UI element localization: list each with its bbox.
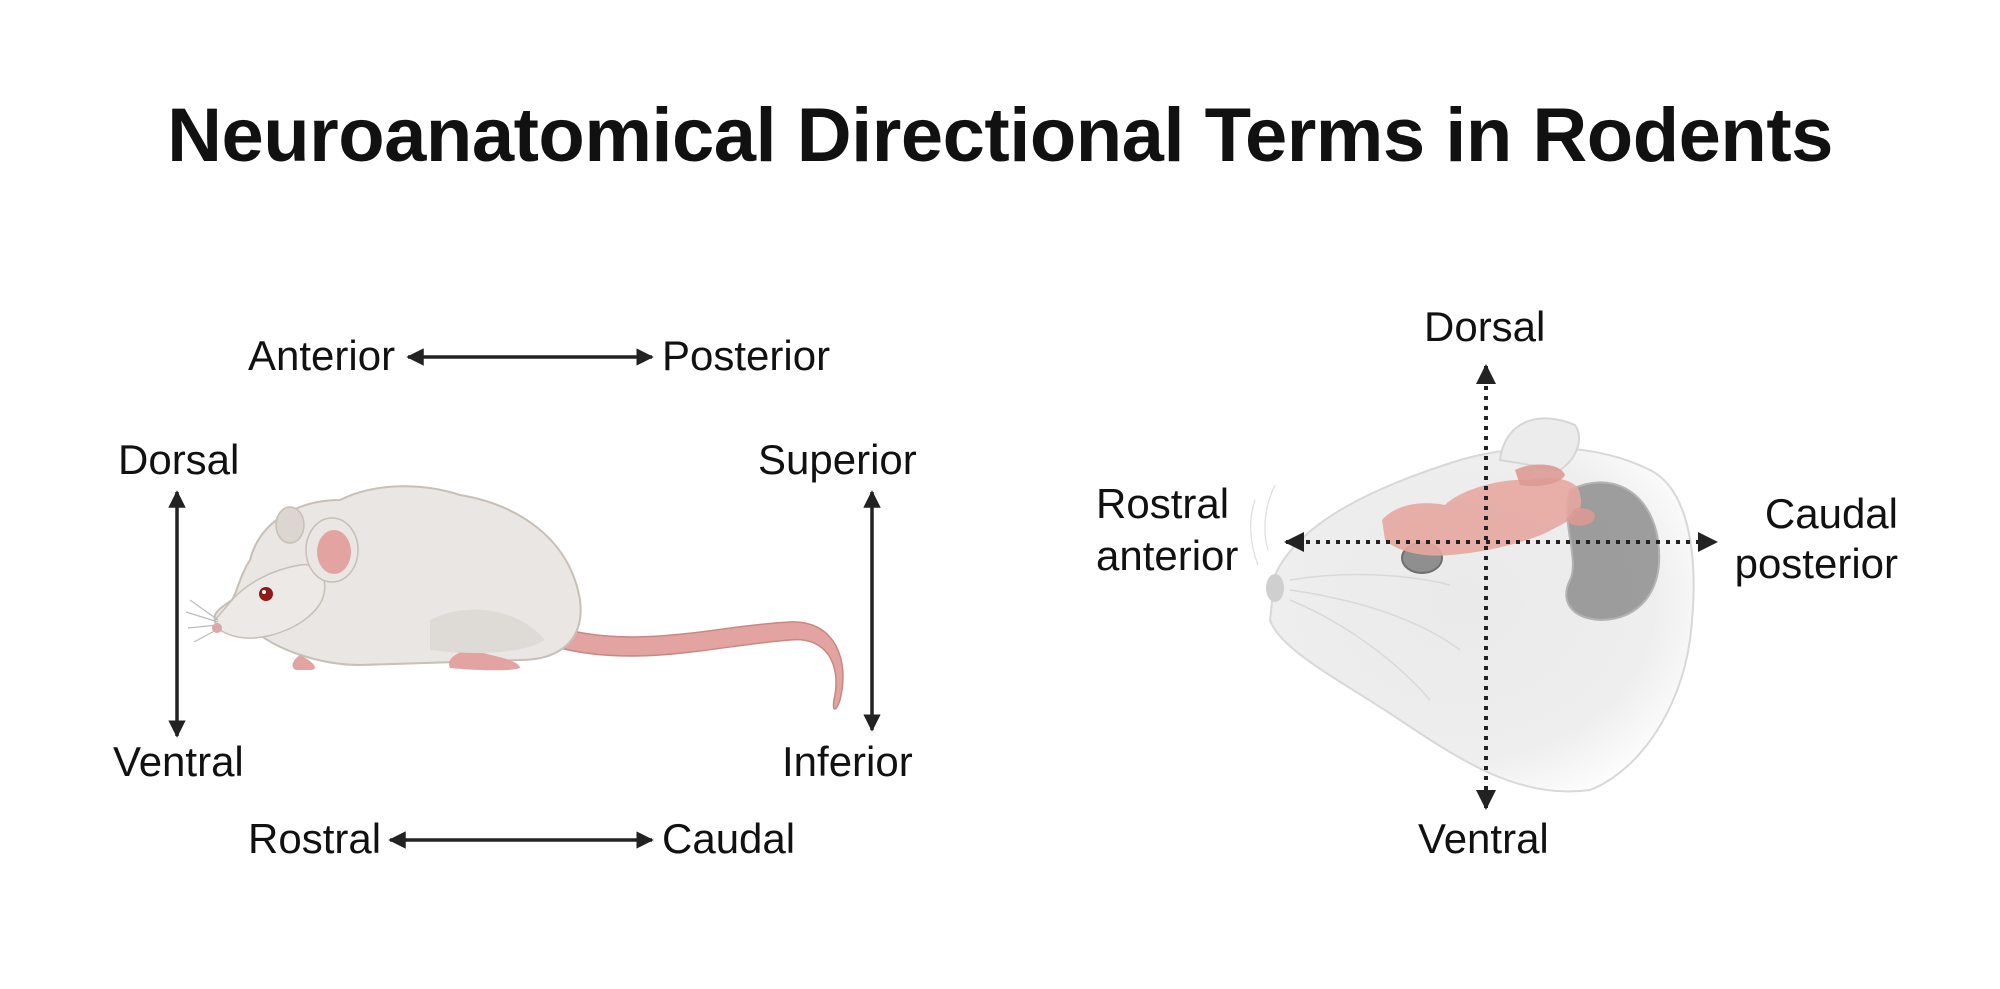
label-ventral-right: Ventral [1418, 815, 1549, 862]
label-superior: Superior [758, 436, 917, 483]
label-caudal-right: Caudal [1764, 490, 1898, 537]
label-dorsal-left: Dorsal [118, 436, 240, 483]
mouse-head-illustration [1250, 417, 1695, 793]
label-anterior: Anterior [248, 332, 396, 379]
mouse-side-view-illustration [185, 485, 844, 710]
label-caudal: Caudal [662, 815, 796, 862]
label-anterior-right: anterior [1096, 532, 1239, 579]
diagram-title: Neuroanatomical Directional Terms in Rod… [167, 93, 1833, 178]
label-posterior-right: posterior [1734, 540, 1898, 587]
label-rostral: Rostral [248, 815, 382, 862]
label-inferior: Inferior [782, 738, 913, 785]
label-posterior: Posterior [662, 332, 831, 379]
label-rostral-right: Rostral [1096, 480, 1230, 527]
label-dorsal-right: Dorsal [1424, 303, 1546, 350]
label-ventral-left: Ventral [113, 738, 244, 785]
